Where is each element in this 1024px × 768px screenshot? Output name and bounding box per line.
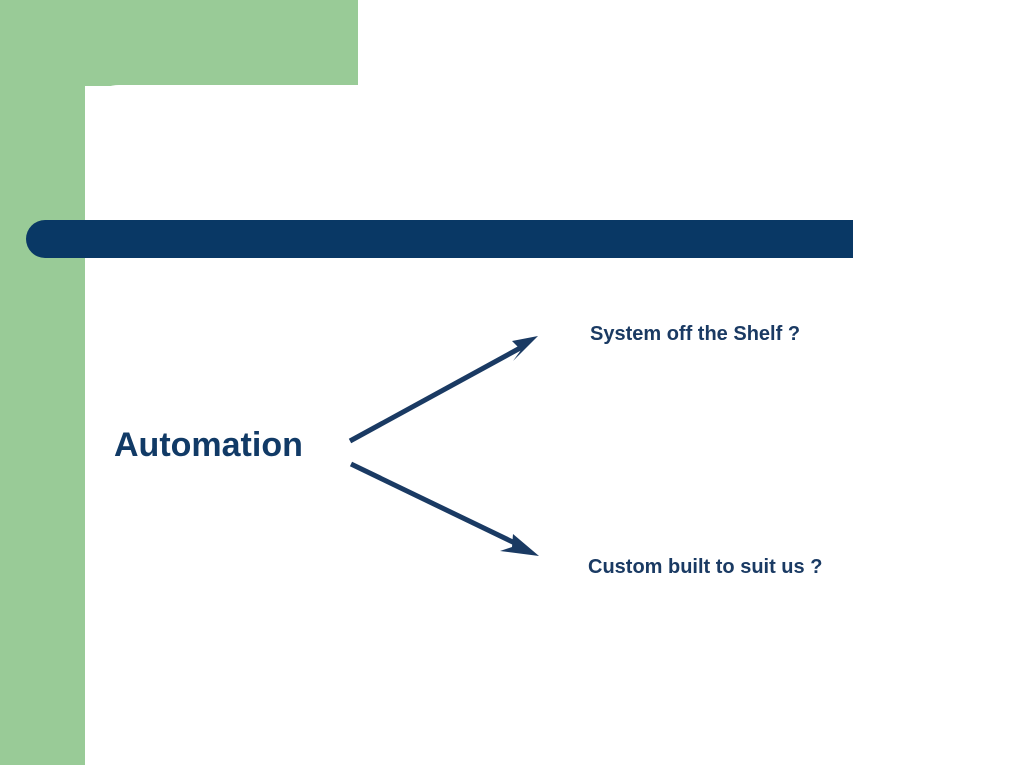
center-node-label: Automation: [114, 426, 303, 464]
branch-label-option-1: System off the Shelf ?: [590, 323, 801, 345]
branch-label-option-2: Custom built to suit us ?: [588, 556, 823, 578]
green-accent-left-band: [0, 0, 85, 765]
content-panel: [85, 85, 1024, 768]
title-bar: [26, 220, 853, 258]
